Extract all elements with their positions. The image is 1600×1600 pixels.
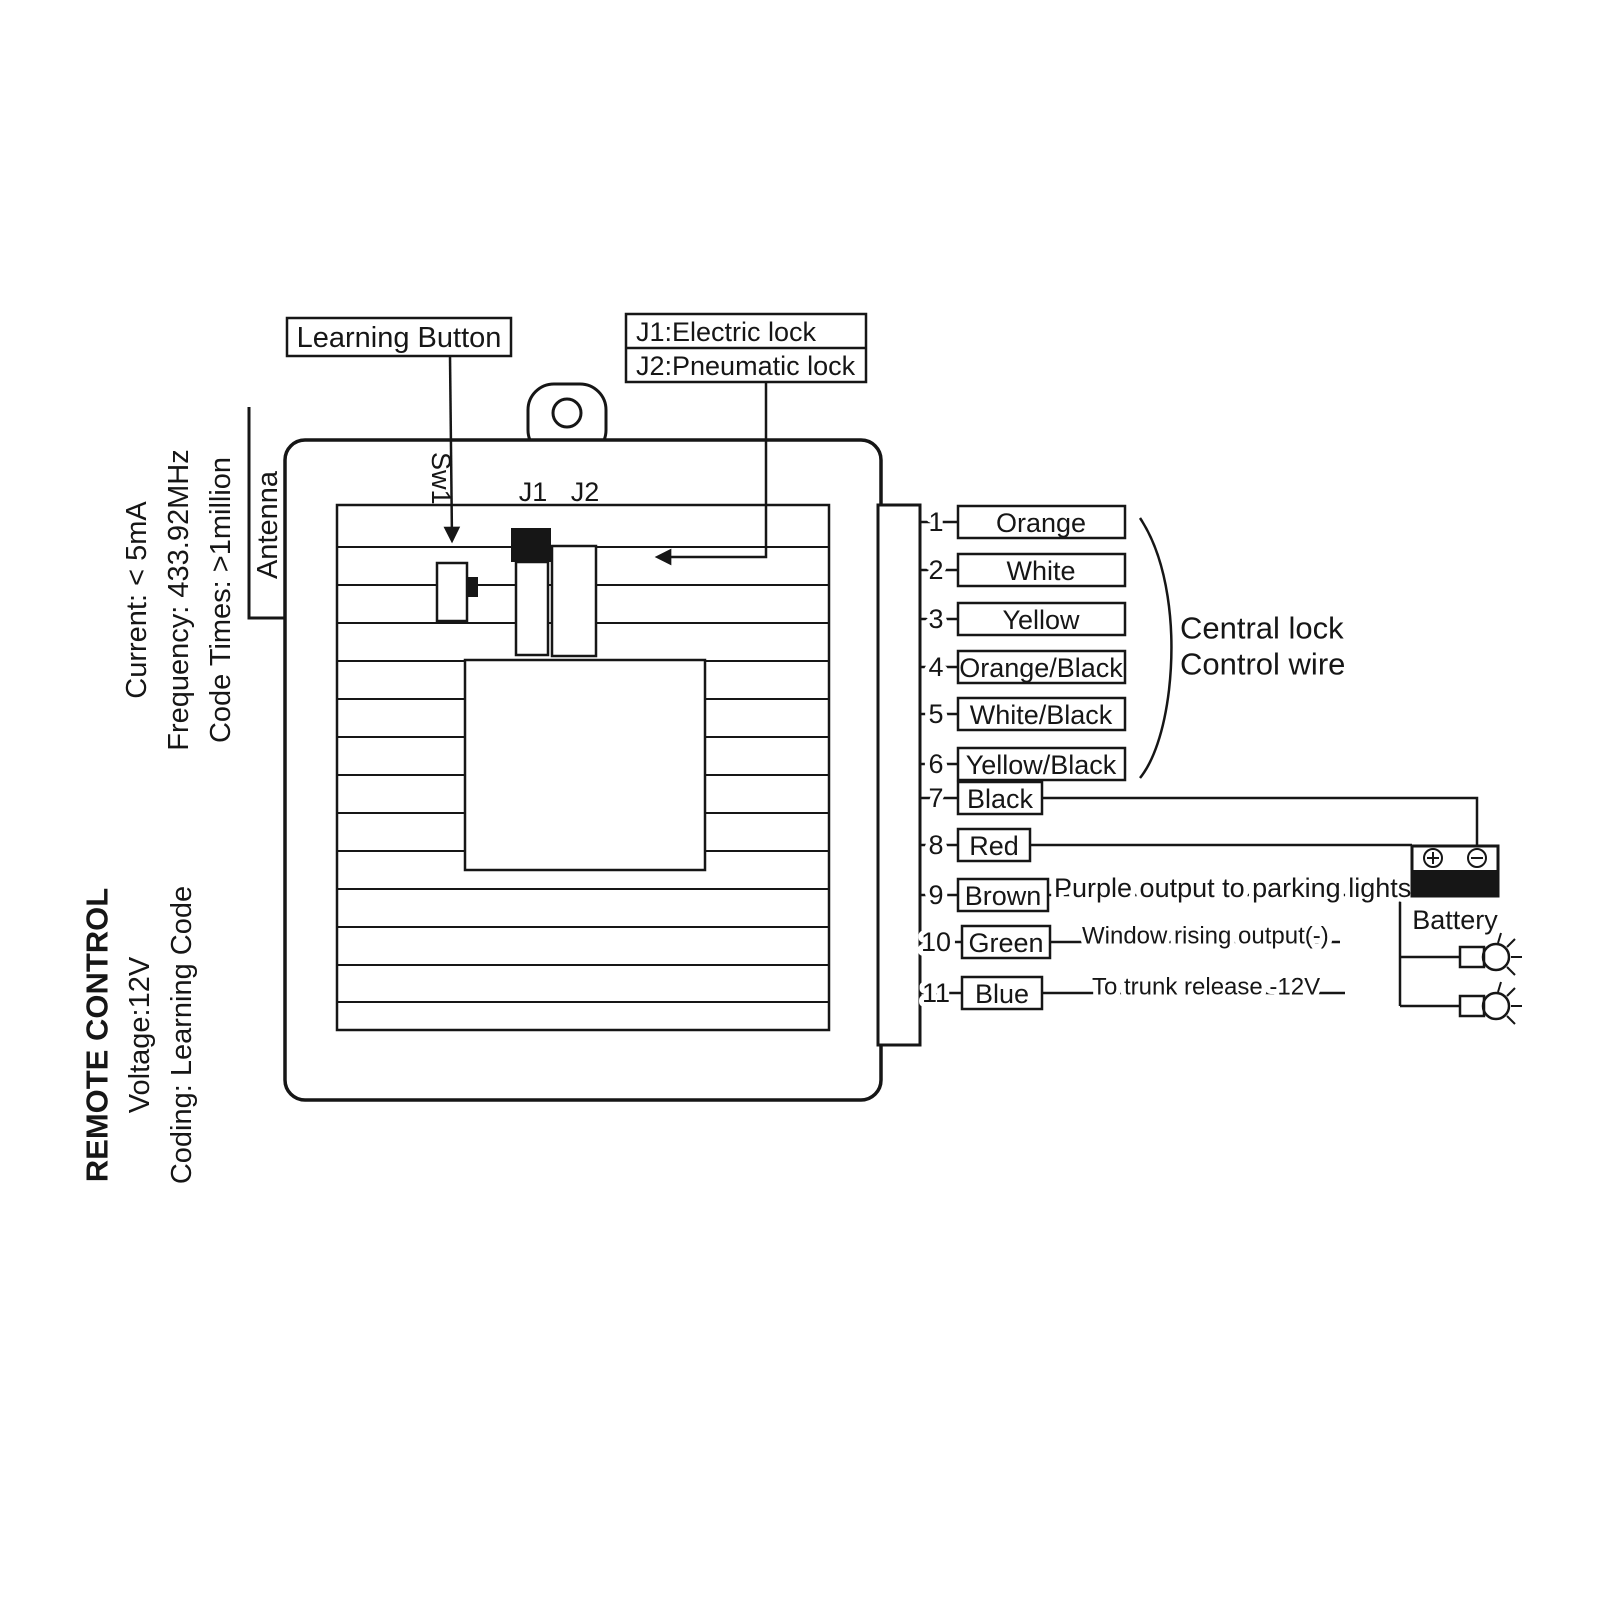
learning-button-box — [285, 316, 513, 358]
wire-color-box — [956, 552, 1127, 588]
spec-current: Current: < 5mA — [121, 501, 153, 699]
wire-number: 2 — [928, 555, 943, 585]
spec-remote-control: REMOTE CONTROL — [80, 888, 115, 1183]
wire-number: 1 — [928, 507, 943, 537]
wire-row: 11 Blue To trunk release -12V — [917, 969, 1345, 1013]
control-module: J1 J2 Sw1 — [283, 382, 883, 1102]
wire-color-label: Orange/Black — [959, 653, 1123, 683]
black-wire-to-battery — [1042, 796, 1479, 846]
j1-jumper-socket — [514, 560, 550, 657]
sw1-actuator — [467, 577, 478, 597]
wire-row: 10 Green Window rising output(-) — [916, 918, 1340, 962]
wire-color-label: Brown — [965, 881, 1042, 911]
antenna-label: Antenna — [252, 470, 284, 579]
parking-light-icon — [1458, 932, 1522, 976]
wire-color-box — [956, 827, 1032, 863]
central-lock-brace — [1138, 517, 1173, 779]
wire-number: 7 — [928, 783, 943, 813]
battery-base — [1412, 870, 1498, 896]
wire-color-label: White/Black — [970, 700, 1113, 730]
j2-legend: J2:Pneumatic lock — [636, 351, 856, 381]
wire-number: 6 — [928, 749, 943, 779]
relay-block — [463, 658, 707, 872]
wire-number: 9 — [928, 880, 943, 910]
brown-wire-run — [1048, 893, 1402, 1006]
wire-row: 5 White/Black — [920, 694, 1127, 734]
battery: Battery — [1410, 844, 1500, 935]
wire-row: 9 Brown Purple output to parking lights — [920, 868, 1416, 1006]
wire-color-box — [956, 649, 1127, 685]
wire-harness: 1 Orange 2 White 3 Yellow 4 Orange/Black — [916, 502, 1479, 1013]
wire-color-box — [956, 877, 1050, 913]
wire-note: To trunk release -12V — [1092, 974, 1320, 1001]
central-lock-label-1: Central lock — [1180, 611, 1344, 646]
wire-color-label: Green — [968, 928, 1043, 958]
learning-button-arrow — [443, 355, 461, 544]
wire-color-label: Blue — [975, 979, 1029, 1009]
battery-minus-terminal — [1467, 848, 1487, 868]
wire-number: 5 — [928, 699, 943, 729]
jumper-legend-arrow — [654, 382, 768, 566]
wire-color-label: Yellow/Black — [966, 750, 1117, 780]
wire-color-label: Black — [967, 784, 1034, 814]
spec-frequency: Frequency: 433.92MHz — [163, 449, 195, 750]
mounting-hole — [551, 397, 583, 429]
circuit-board — [335, 503, 831, 1032]
wire-note: Window rising output(-) — [1082, 923, 1329, 950]
spec-voltage: Voltage:12V — [124, 956, 156, 1113]
parking-light-icon — [1458, 981, 1522, 1025]
wire-color-box — [960, 975, 1044, 1011]
wire-row: 8 Red — [920, 825, 1412, 865]
wire-row: 1 Orange — [920, 502, 1127, 542]
learning-button-label: Learning Button — [297, 322, 502, 354]
wire-number: 8 — [928, 830, 943, 860]
wire-color-box — [956, 746, 1127, 782]
central-lock-label-2: Control wire — [1180, 647, 1345, 682]
jumper-block: J1 J2 — [511, 477, 600, 658]
wire-number: 10 — [921, 927, 951, 957]
battery-plus-terminal — [1423, 848, 1443, 868]
wire-color-box — [956, 601, 1127, 637]
j2-jumper-socket — [550, 544, 598, 658]
wire-number: 3 — [928, 604, 943, 634]
j1-pin-label: J1 — [519, 477, 548, 507]
spec-code-times: Code Times: >1million — [205, 457, 237, 743]
wire-row: 6 Yellow/Black — [920, 744, 1127, 784]
wire-color-label: White — [1006, 556, 1075, 586]
sw1-body — [435, 561, 469, 623]
wire-color-label: Orange — [996, 508, 1086, 538]
parking-lights — [1400, 932, 1522, 1025]
wire-row: 3 Yellow — [920, 599, 1127, 639]
antenna: Antenna — [247, 407, 285, 620]
wire-row: 7 Black — [920, 778, 1479, 846]
j1-legend: J1:Electric lock — [636, 317, 817, 347]
wire-color-label: Red — [969, 831, 1019, 861]
wire-row: 4 Orange/Black — [920, 647, 1127, 687]
spec-coding: Coding: Learning Code — [166, 886, 198, 1184]
j1-jumper-cap — [511, 528, 551, 562]
j2-pin-label: J2 — [571, 477, 600, 507]
jumper-legend-callout: J1:Electric lock J2:Pneumatic lock — [624, 312, 868, 566]
central-lock-group: Central lock Control wire — [1138, 517, 1345, 779]
wire-row: 2 White — [920, 550, 1127, 590]
wire-number: 4 — [928, 652, 943, 682]
antenna-wire — [247, 407, 285, 620]
wire-color-box — [956, 696, 1127, 732]
connector-block — [876, 503, 922, 1047]
wire-note: Purple output to parking lights — [1054, 873, 1411, 903]
wire-color-box — [956, 504, 1127, 540]
wire-color-label: Yellow — [1002, 605, 1080, 635]
wire-number: 11 — [922, 978, 950, 1008]
learning-button-callout: Learning Button — [285, 316, 513, 544]
spec-text-block: Current: < 5mA Frequency: 433.92MHz Code… — [80, 449, 238, 1184]
battery-label: Battery — [1412, 905, 1498, 935]
